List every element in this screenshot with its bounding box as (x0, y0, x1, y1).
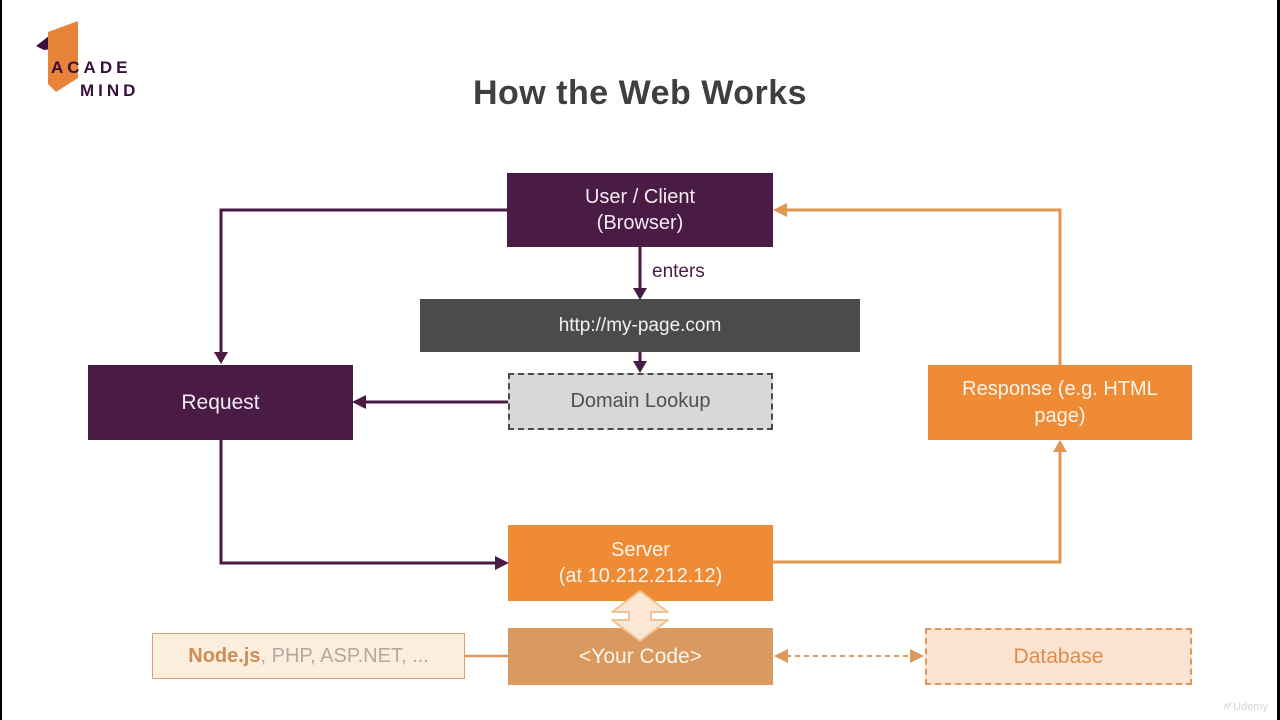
runtimes-highlight: Node.js (188, 644, 261, 667)
page-title: How the Web Works (472, 74, 808, 112)
node-url-bar-label: http://my-page.com (558, 314, 722, 336)
node-database: Database (925, 628, 1192, 685)
node-server-line1: Server (611, 538, 670, 561)
node-url-bar: http://my-page.com (420, 299, 860, 352)
node-your-code: <Your Code> (508, 628, 773, 685)
left-edge-bar (0, 0, 2, 720)
academind-logo-icon (36, 21, 78, 92)
node-runtimes: Node.js, PHP, ASP.NET, ... (152, 633, 465, 679)
arrow-request-to-server (219, 440, 509, 570)
udemy-logo-icon: 𝒰 (1220, 700, 1231, 712)
node-database-label: Database (1013, 644, 1104, 668)
udemy-watermark: 𝒰 Udemy (1220, 700, 1268, 713)
arrow-url-to-domain (633, 352, 647, 373)
arrow-domain-to-request (352, 395, 508, 409)
node-user-client-line1: User / Client (584, 185, 696, 208)
arrow-server-to-response (773, 440, 1067, 564)
node-server: Server (at 10.212.212.12) (508, 525, 773, 601)
node-domain-lookup: Domain Lookup (508, 373, 773, 430)
node-your-code-label: <Your Code> (579, 644, 702, 668)
enters-label: enters (652, 261, 705, 282)
node-response-label: Response (e.g. HTML page) (962, 378, 1158, 427)
node-user-client: User / Client (Browser) (507, 173, 773, 247)
node-request: Request (88, 365, 353, 440)
right-edge-bar (1277, 0, 1280, 720)
arrow-user-to-url (633, 247, 647, 300)
node-domain-lookup-label: Domain Lookup (570, 390, 711, 413)
logo-text-top: ACADE (51, 58, 132, 77)
node-request-label: Request (181, 390, 260, 414)
node-response: Response (e.g. HTML page) (928, 365, 1192, 440)
runtimes-rest: , PHP, ASP.NET, ... (260, 644, 429, 667)
arrow-code-database-dashed (774, 649, 924, 663)
udemy-watermark-text: Udemy (1233, 700, 1268, 713)
node-server-line2: (at 10.212.212.12) (558, 565, 723, 587)
logo-text-bottom: MIND (80, 81, 140, 100)
node-user-client-line2: (Browser) (596, 212, 684, 234)
